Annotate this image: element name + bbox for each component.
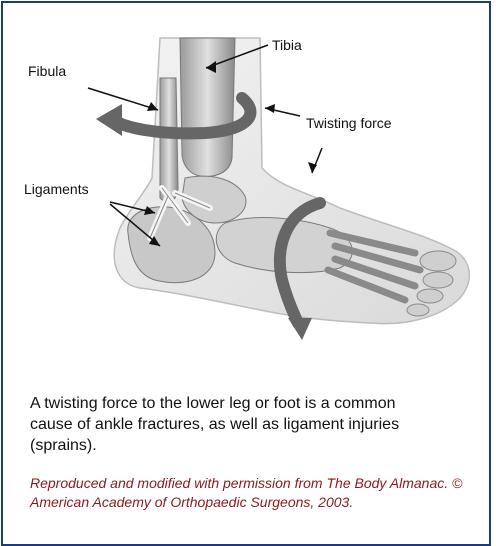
label-ligaments: Ligaments [24,181,89,197]
ankle-diagram-svg: Tibia Fibula Twisting force Ligaments [10,18,480,358]
label-tibia: Tibia [272,37,302,53]
leg-twist-arrowhead [96,104,122,136]
figure-caption: A twisting force to the lower leg or foo… [30,393,430,456]
figure-credit: Reproduced and modified with permission … [30,474,470,512]
label-twisting-force: Twisting force [306,115,392,131]
fibula-bone [160,78,178,202]
tibia-bone [180,38,235,176]
ankle-illustration: Tibia Fibula Twisting force Ligaments [10,18,480,358]
foot-twist-arrowhead [288,318,312,340]
label-fibula: Fibula [28,63,66,79]
fibula-leader [88,88,158,110]
